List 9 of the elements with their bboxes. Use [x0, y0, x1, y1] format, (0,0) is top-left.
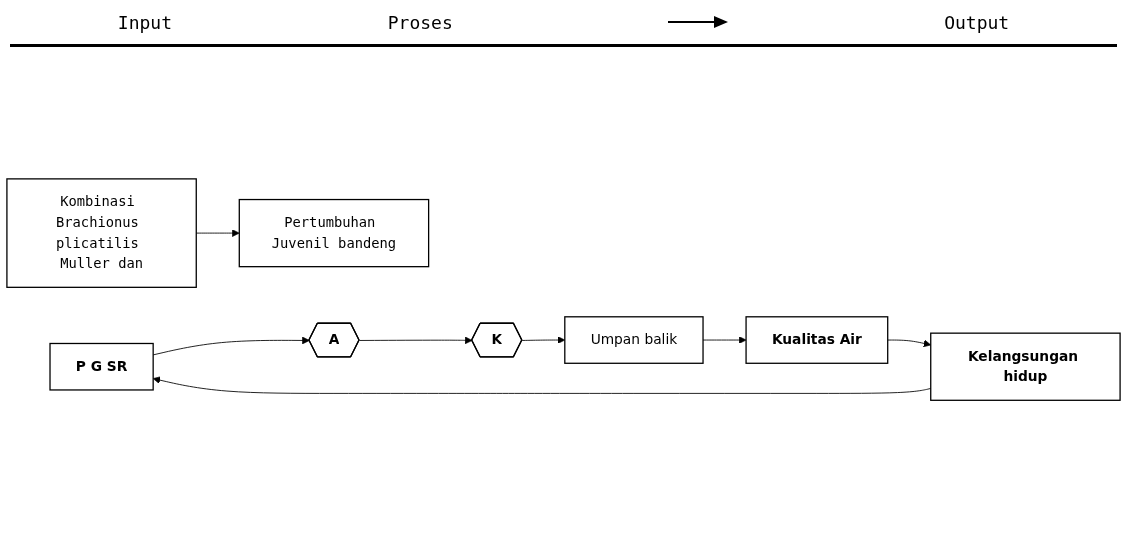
node-box: Pertumbuhan Juvenil bandeng	[238, 199, 430, 268]
node-box: Kombinasi Brachionus plicatilis Muller dan	[6, 178, 197, 289]
node-box: Kualitas Air	[745, 316, 889, 365]
node-box: Kelangsungan hidup	[930, 332, 1121, 402]
node-box: Umpan balik	[564, 316, 704, 365]
column-heading: Output	[944, 11, 1010, 33]
column-heading: Proses	[387, 11, 453, 33]
node-box: P G SR	[49, 343, 154, 391]
column-heading: Input	[117, 11, 173, 33]
